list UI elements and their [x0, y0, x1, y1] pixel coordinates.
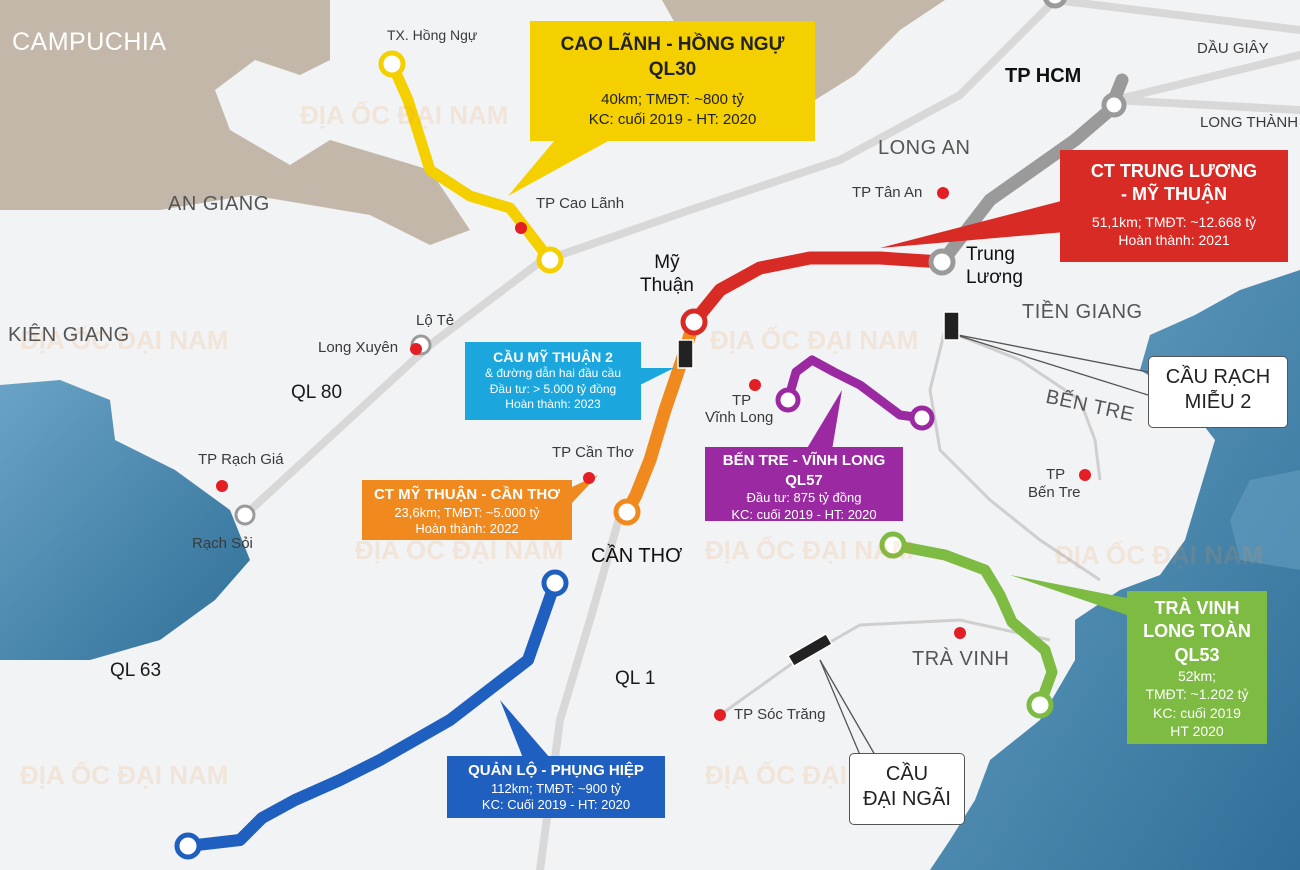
- region-an-giang: AN GIANG: [168, 193, 270, 215]
- city-can-tho: CẦN THƠ: [591, 545, 683, 567]
- city-trung-luong-line1: Trung: [966, 244, 1015, 265]
- bridge-dai-ngai-icon: [786, 632, 834, 668]
- place-soc-trang: TP Sóc Trăng: [734, 706, 826, 723]
- place-rach-gia: TP Rạch Giá: [198, 451, 284, 468]
- region-tien-giang: TIỀN GIANG: [1022, 301, 1143, 323]
- city-dots: [216, 187, 1091, 721]
- callout-subtitle: LONG TOÀN: [1143, 621, 1251, 642]
- west-sea: [0, 380, 250, 660]
- place-ben-tre-2: Bến Tre: [1028, 484, 1081, 501]
- place-long-thanh: LONG THÀNH: [1200, 114, 1299, 131]
- callout-line: Hoàn thành: 2021: [1118, 231, 1230, 248]
- pointer-cao-lanh: [508, 140, 610, 196]
- place-dau-giay: DẦU GIÂY: [1197, 40, 1269, 57]
- callout-title: CAO LÃNH - HỒNG NGỰ: [560, 34, 785, 55]
- callout-line: TMĐT: ~1.202 tỷ: [1145, 686, 1249, 703]
- callout-title: CT MỸ THUẬN - CẦN THƠ: [373, 486, 561, 503]
- bridge-label-line2: MIỄU 2: [1184, 391, 1252, 413]
- callout-line: 52km;: [1177, 668, 1217, 685]
- callout-line: 40km; TMĐT: ~800 tỷ: [601, 91, 744, 109]
- callout-title: TRÀ VINH: [1154, 598, 1240, 618]
- callout-line: Đầu tư: 875 tỷ đồng: [746, 490, 862, 505]
- callout-line: & đường dẫn hai đầu cầu: [484, 366, 621, 381]
- place-long-xuyen: Long Xuyên: [318, 339, 399, 356]
- thin-roads: [719, 328, 1102, 717]
- place-vinh-long-1: TP: [732, 392, 752, 409]
- place-hong-ngu: TX. Hồng Ngự: [387, 27, 478, 43]
- city-tp-hcm: TP HCM: [1005, 65, 1082, 87]
- callout-line: KC: Cuối 2019 - HT: 2020: [481, 797, 631, 813]
- cambodia-area: [0, 0, 470, 245]
- callout-subtitle: - MỸ THUẬN: [1121, 184, 1227, 205]
- place-lo-te: Lộ Tẻ: [416, 312, 455, 329]
- bridge-leaders: [819, 333, 1149, 756]
- place-cao-lanh: TP Cao Lãnh: [536, 195, 625, 212]
- route-endpoints: [174, 0, 1127, 860]
- city-my-thuan-line1: Mỹ: [654, 252, 680, 273]
- place-ben-tre-1: TP: [1046, 466, 1066, 483]
- road-ql63: QL 63: [110, 660, 162, 681]
- callout-subtitle: QL53: [1174, 644, 1220, 665]
- callout-line: 23,6km; TMĐT: ~5.000 tỷ: [394, 504, 540, 520]
- city-trung-luong-line2: Lương: [966, 266, 1023, 288]
- bridge-label-line1: CẦU RẠCH: [1165, 366, 1271, 388]
- callout-my-thuan-can-tho: CT MỸ THUẬN - CẦN THƠ 23,6km; TMĐT: ~5.0…: [362, 480, 572, 540]
- bridge-label-dai-ngai: CẦU ĐẠI NGÃI: [849, 753, 965, 825]
- place-vinh-long-2: Vĩnh Long: [705, 409, 774, 426]
- callout-subtitle: QL30: [648, 58, 697, 80]
- callout-line: KC: cuối 2019 - HT: 2020: [731, 506, 877, 522]
- callout-trung-luong-my-thuan: CT TRUNG LƯƠNG - MỸ THUẬN 51,1km; TMĐT: …: [1060, 150, 1288, 262]
- route-ql30: [386, 58, 556, 266]
- region-kien-giang: KIÊN GIANG: [8, 324, 130, 346]
- callout-subtitle: QL57: [785, 471, 823, 489]
- pointer-ben-tre: [806, 390, 842, 450]
- region-campuchia: CAMPUCHIA: [12, 28, 167, 56]
- callout-line: KC: cuối 2019: [1153, 704, 1241, 721]
- callout-quan-lo-phung-hiep: QUẢN LỘ - PHỤNG HIỆP 112km; TMĐT: ~900 t…: [447, 756, 665, 818]
- callout-line: Đầu tư: > 5.000 tỷ đồng: [489, 381, 617, 396]
- bridge-label-rach-mieu-2: CẦU RẠCH MIỄU 2: [1148, 356, 1288, 428]
- route-quan-lo: [182, 577, 561, 852]
- callout-cao-lanh-hong-ngu: CAO LÃNH - HỒNG NGỰ QL30 40km; TMĐT: ~80…: [530, 21, 815, 141]
- place-can-tho-city: TP Cần Thơ: [552, 444, 634, 461]
- city-my-thuan: Mỹ Thuận: [640, 252, 694, 298]
- city-my-thuan-line2: Thuận: [640, 274, 694, 296]
- callout-title: QUẢN LỘ - PHỤNG HIỆP: [468, 762, 644, 779]
- route-ql53: [887, 539, 1058, 711]
- callout-line: Hoàn thành: 2023: [505, 397, 601, 412]
- callout-line: Hoàn thành: 2022: [415, 521, 519, 537]
- road-ql80: QL 80: [291, 382, 343, 403]
- callout-tra-vinh-long-toan: TRÀ VINH LONG TOÀN QL53 52km; TMĐT: ~1.2…: [1127, 591, 1267, 744]
- callout-title: CT TRUNG LƯƠNG: [1090, 161, 1258, 181]
- road-ql1: QL 1: [615, 668, 656, 689]
- place-tan-an: TP Tân An: [852, 184, 923, 201]
- place-rach-soi: Rạch Sỏi: [192, 535, 253, 552]
- region-tra-vinh: TRÀ VINH: [912, 648, 1010, 670]
- bridge-rach-mieu-icon: [943, 311, 960, 341]
- callout-title: BẾN TRE - VĨNH LONG: [722, 452, 886, 469]
- route-trung-luong: [687, 251, 949, 329]
- callout-cau-my-thuan-2: CẦU MỸ THUẬN 2 & đường dẫn hai đầu cầu Đ…: [465, 342, 641, 420]
- bridge-label-line2: ĐẠI NGÃI: [863, 788, 951, 810]
- pointer-quan-lo: [500, 700, 550, 758]
- pointer-tra-vinh: [1010, 575, 1127, 615]
- bridge-my-thuan-icon: [677, 339, 694, 369]
- pointer-my-thuan-bridge: [640, 368, 674, 385]
- route-ql57: [783, 355, 927, 423]
- pointer-trung-luong: [880, 200, 1065, 248]
- callout-line: 51,1km; TMĐT: ~12.668 tỷ: [1091, 213, 1257, 230]
- bridge-label-line1: CẦU: [885, 763, 929, 785]
- east-sea-inlet: [1230, 470, 1300, 570]
- city-trung-luong: Trung Lương: [966, 244, 1023, 290]
- callout-ben-tre-vinh-long: BẾN TRE - VĨNH LONG QL57 Đầu tư: 875 tỷ …: [705, 447, 903, 522]
- callout-title: CẦU MỸ THUẬN 2: [493, 349, 613, 365]
- callout-line: KC: cuối 2019 - HT: 2020: [588, 110, 757, 128]
- callout-line: 112km; TMĐT: ~900 tỷ: [491, 780, 621, 796]
- region-long-an: LONG AN: [878, 137, 971, 159]
- callout-line: HT 2020: [1170, 722, 1224, 739]
